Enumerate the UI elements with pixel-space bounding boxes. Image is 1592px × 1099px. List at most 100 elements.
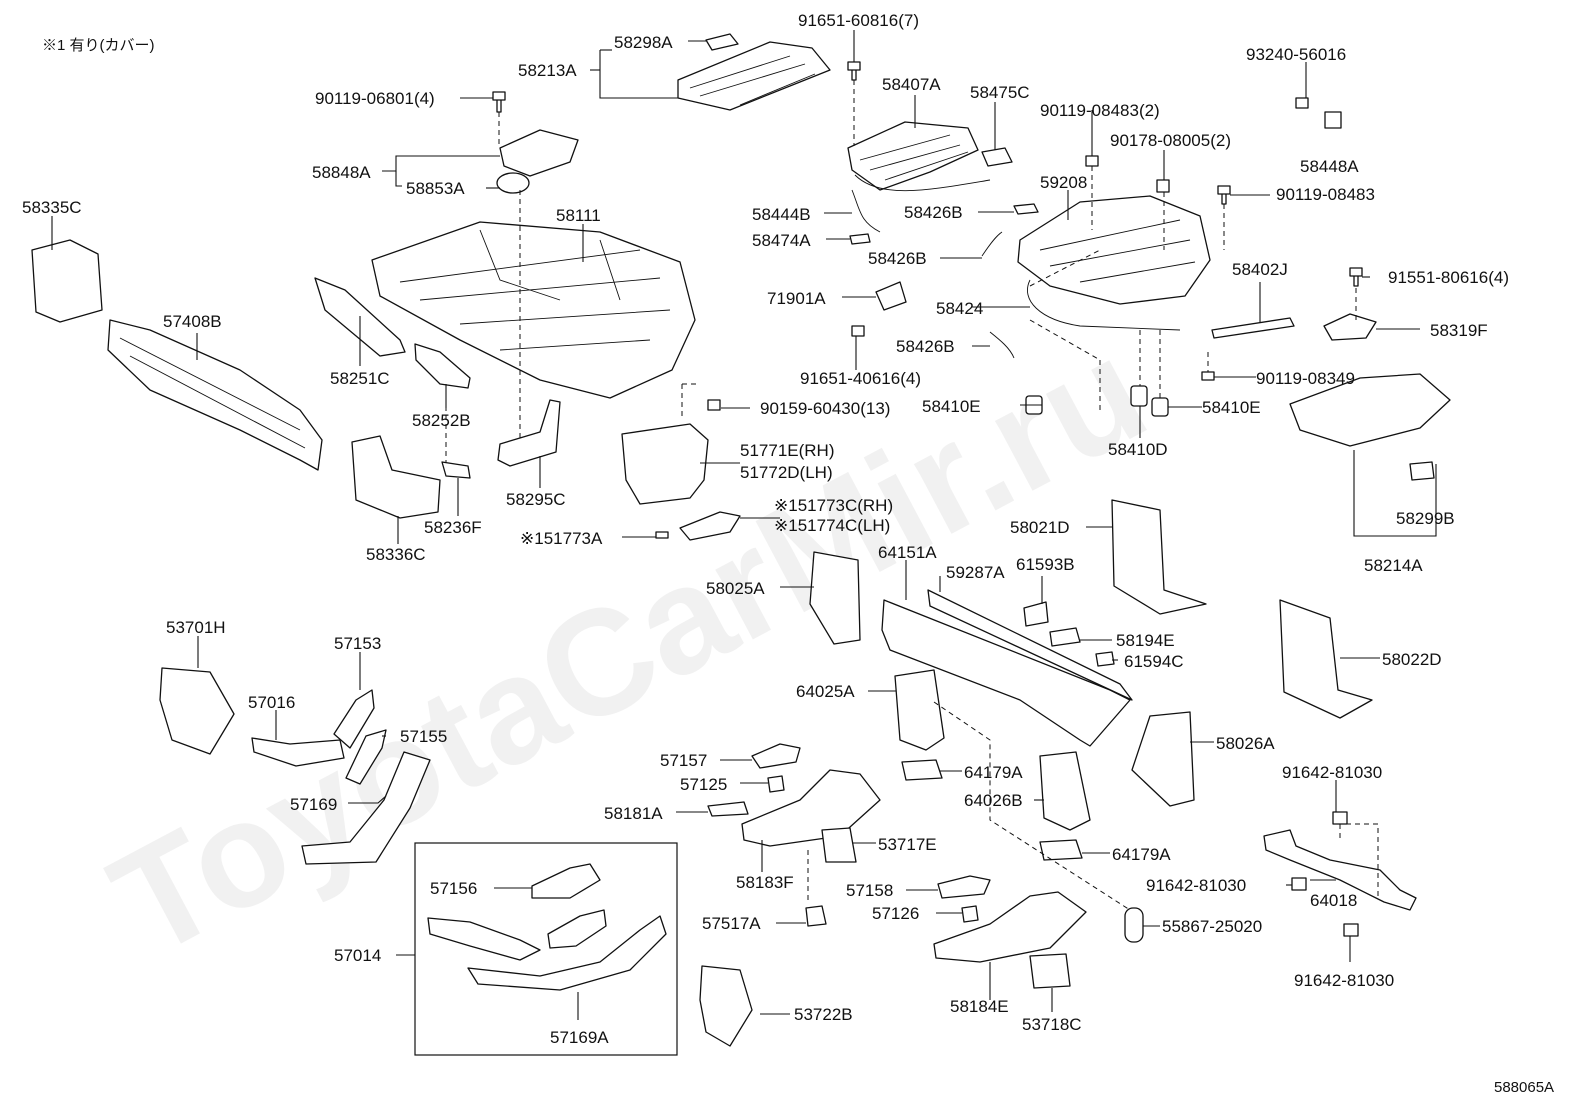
- figure-code: 588065A: [1494, 1079, 1554, 1096]
- part-58252B: [414, 343, 471, 389]
- callout-93240-56016: 93240-56016: [1246, 45, 1346, 64]
- callout-58025A: 58025A: [706, 579, 765, 598]
- part-58299B: [1409, 461, 1435, 481]
- callout-58319F: 58319F: [1430, 321, 1488, 340]
- part-58319F: [1323, 313, 1377, 341]
- part-58213A: [677, 33, 831, 111]
- part-57169: [301, 751, 431, 865]
- callout-53718C: 53718C: [1022, 1015, 1082, 1034]
- callout-90119-06801: 90119-06801(4): [315, 89, 435, 108]
- part-53718C: [1029, 953, 1071, 989]
- part-58295C: [497, 399, 561, 467]
- callout-58111: 58111: [556, 206, 601, 225]
- part-57157: [751, 743, 801, 769]
- part-61594C: [1095, 651, 1115, 667]
- callout-90178-08005: 90178-08005(2): [1110, 131, 1231, 150]
- callout-57169A: 57169A: [550, 1028, 609, 1047]
- callout-58236F: 58236F: [424, 518, 482, 537]
- callout-58410E-2: 58410E: [1202, 398, 1261, 417]
- callout-90119-08483-2: 90119-08483(2): [1040, 101, 1160, 120]
- part-58194E: [1049, 627, 1081, 647]
- callout-58402J: 58402J: [1232, 260, 1288, 279]
- callout-61594C: 61594C: [1124, 652, 1184, 671]
- callout-58299B: 58299B: [1396, 509, 1455, 528]
- callout-90119-08483: 90119-08483: [1276, 185, 1375, 204]
- part-53717E: [821, 827, 857, 863]
- part-57169A: [467, 915, 667, 991]
- callout-64151A: 64151A: [878, 543, 937, 562]
- callout-57158: 57158: [846, 881, 893, 900]
- callout-58026A: 58026A: [1216, 734, 1275, 753]
- callout-58194E: 58194E: [1116, 631, 1175, 650]
- callout-91642-81030-2: 91642-81030: [1146, 876, 1246, 895]
- callout-58424: 58424: [936, 299, 983, 318]
- callout-61593B: 61593B: [1016, 555, 1075, 574]
- callout-51773A: ※151773A: [520, 529, 603, 548]
- part-57016: [251, 737, 345, 767]
- callout-51771E: 51771E(RH): [740, 441, 835, 460]
- part-57158: [937, 875, 991, 899]
- part-51771E: [621, 423, 709, 505]
- part-58025A: [809, 551, 861, 645]
- callout-57156: 57156: [430, 879, 477, 898]
- callout-58848A: 58848A: [312, 163, 371, 182]
- callout-57169: 57169: [290, 795, 337, 814]
- callout-59287A: 59287A: [946, 563, 1005, 582]
- callout-58213A: 58213A: [518, 61, 577, 80]
- part-57153: [333, 689, 375, 749]
- callout-58410D: 58410D: [1108, 440, 1168, 459]
- part-58474A: [849, 233, 871, 245]
- group-box-57014: [414, 842, 678, 1056]
- callout-51772D: 51772D(LH): [740, 463, 833, 482]
- part-58426B-c: [989, 331, 1015, 359]
- callout-64179A-2: 64179A: [1112, 845, 1171, 864]
- callout-57155: 57155: [400, 727, 447, 746]
- fastener-bolt-icons: [492, 61, 1363, 937]
- callout-57408B: 57408B: [163, 312, 222, 331]
- part-58111: [371, 221, 696, 399]
- part-58402J: [1211, 317, 1295, 339]
- part-59208: [1017, 195, 1211, 305]
- part-58335C: [31, 239, 103, 323]
- part-57014-a: [427, 917, 541, 961]
- callout-58252B: 58252B: [412, 411, 471, 430]
- callout-71901A: 71901A: [767, 289, 826, 308]
- callout-58475C: 58475C: [970, 83, 1030, 102]
- part-58444B: [851, 189, 881, 233]
- callout-53717E: 53717E: [878, 835, 937, 854]
- callout-58853A: 58853A: [406, 179, 465, 198]
- part-51773C: [679, 511, 741, 541]
- callout-64026B: 64026B: [964, 791, 1023, 810]
- part-58183F: [741, 769, 881, 847]
- part-64179A-2: [1039, 839, 1083, 861]
- part-64179A-1: [901, 759, 943, 781]
- callout-58426B-2: 58426B: [868, 249, 927, 268]
- callout-58021D: 58021D: [1010, 518, 1070, 537]
- callout-58426B-1: 58426B: [904, 203, 963, 222]
- part-58184E: [933, 891, 1087, 963]
- callout-58181A: 58181A: [604, 804, 663, 823]
- part-58424: [1027, 279, 1181, 331]
- part-58410D: [1130, 385, 1148, 407]
- callout-51773C: ※151773C(RH): [774, 496, 893, 515]
- part-58848A: [499, 129, 579, 177]
- header-note: ※1 有り(カバー): [42, 37, 155, 54]
- leader-lines: [51, 30, 1437, 1020]
- callout-58184E: 58184E: [950, 997, 1009, 1016]
- callout-58448A: 58448A: [1300, 157, 1359, 176]
- part-58026A: [1131, 711, 1195, 807]
- callout-90119-08349: 90119-08349: [1256, 369, 1355, 388]
- part-53722B: [699, 965, 753, 1047]
- part-58448A: [1324, 111, 1342, 129]
- part-57517A: [805, 905, 827, 927]
- callout-58426B-3: 58426B: [896, 337, 955, 356]
- part-57125: [767, 775, 785, 793]
- callout-58474A: 58474A: [752, 231, 811, 250]
- part-53701H: [159, 667, 235, 755]
- callout-58022D: 58022D: [1382, 650, 1442, 669]
- callout-58295C: 58295C: [506, 490, 566, 509]
- callout-57153: 57153: [334, 634, 381, 653]
- callout-91651-60816: 91651-60816(7): [798, 11, 919, 30]
- part-57156: [531, 863, 601, 899]
